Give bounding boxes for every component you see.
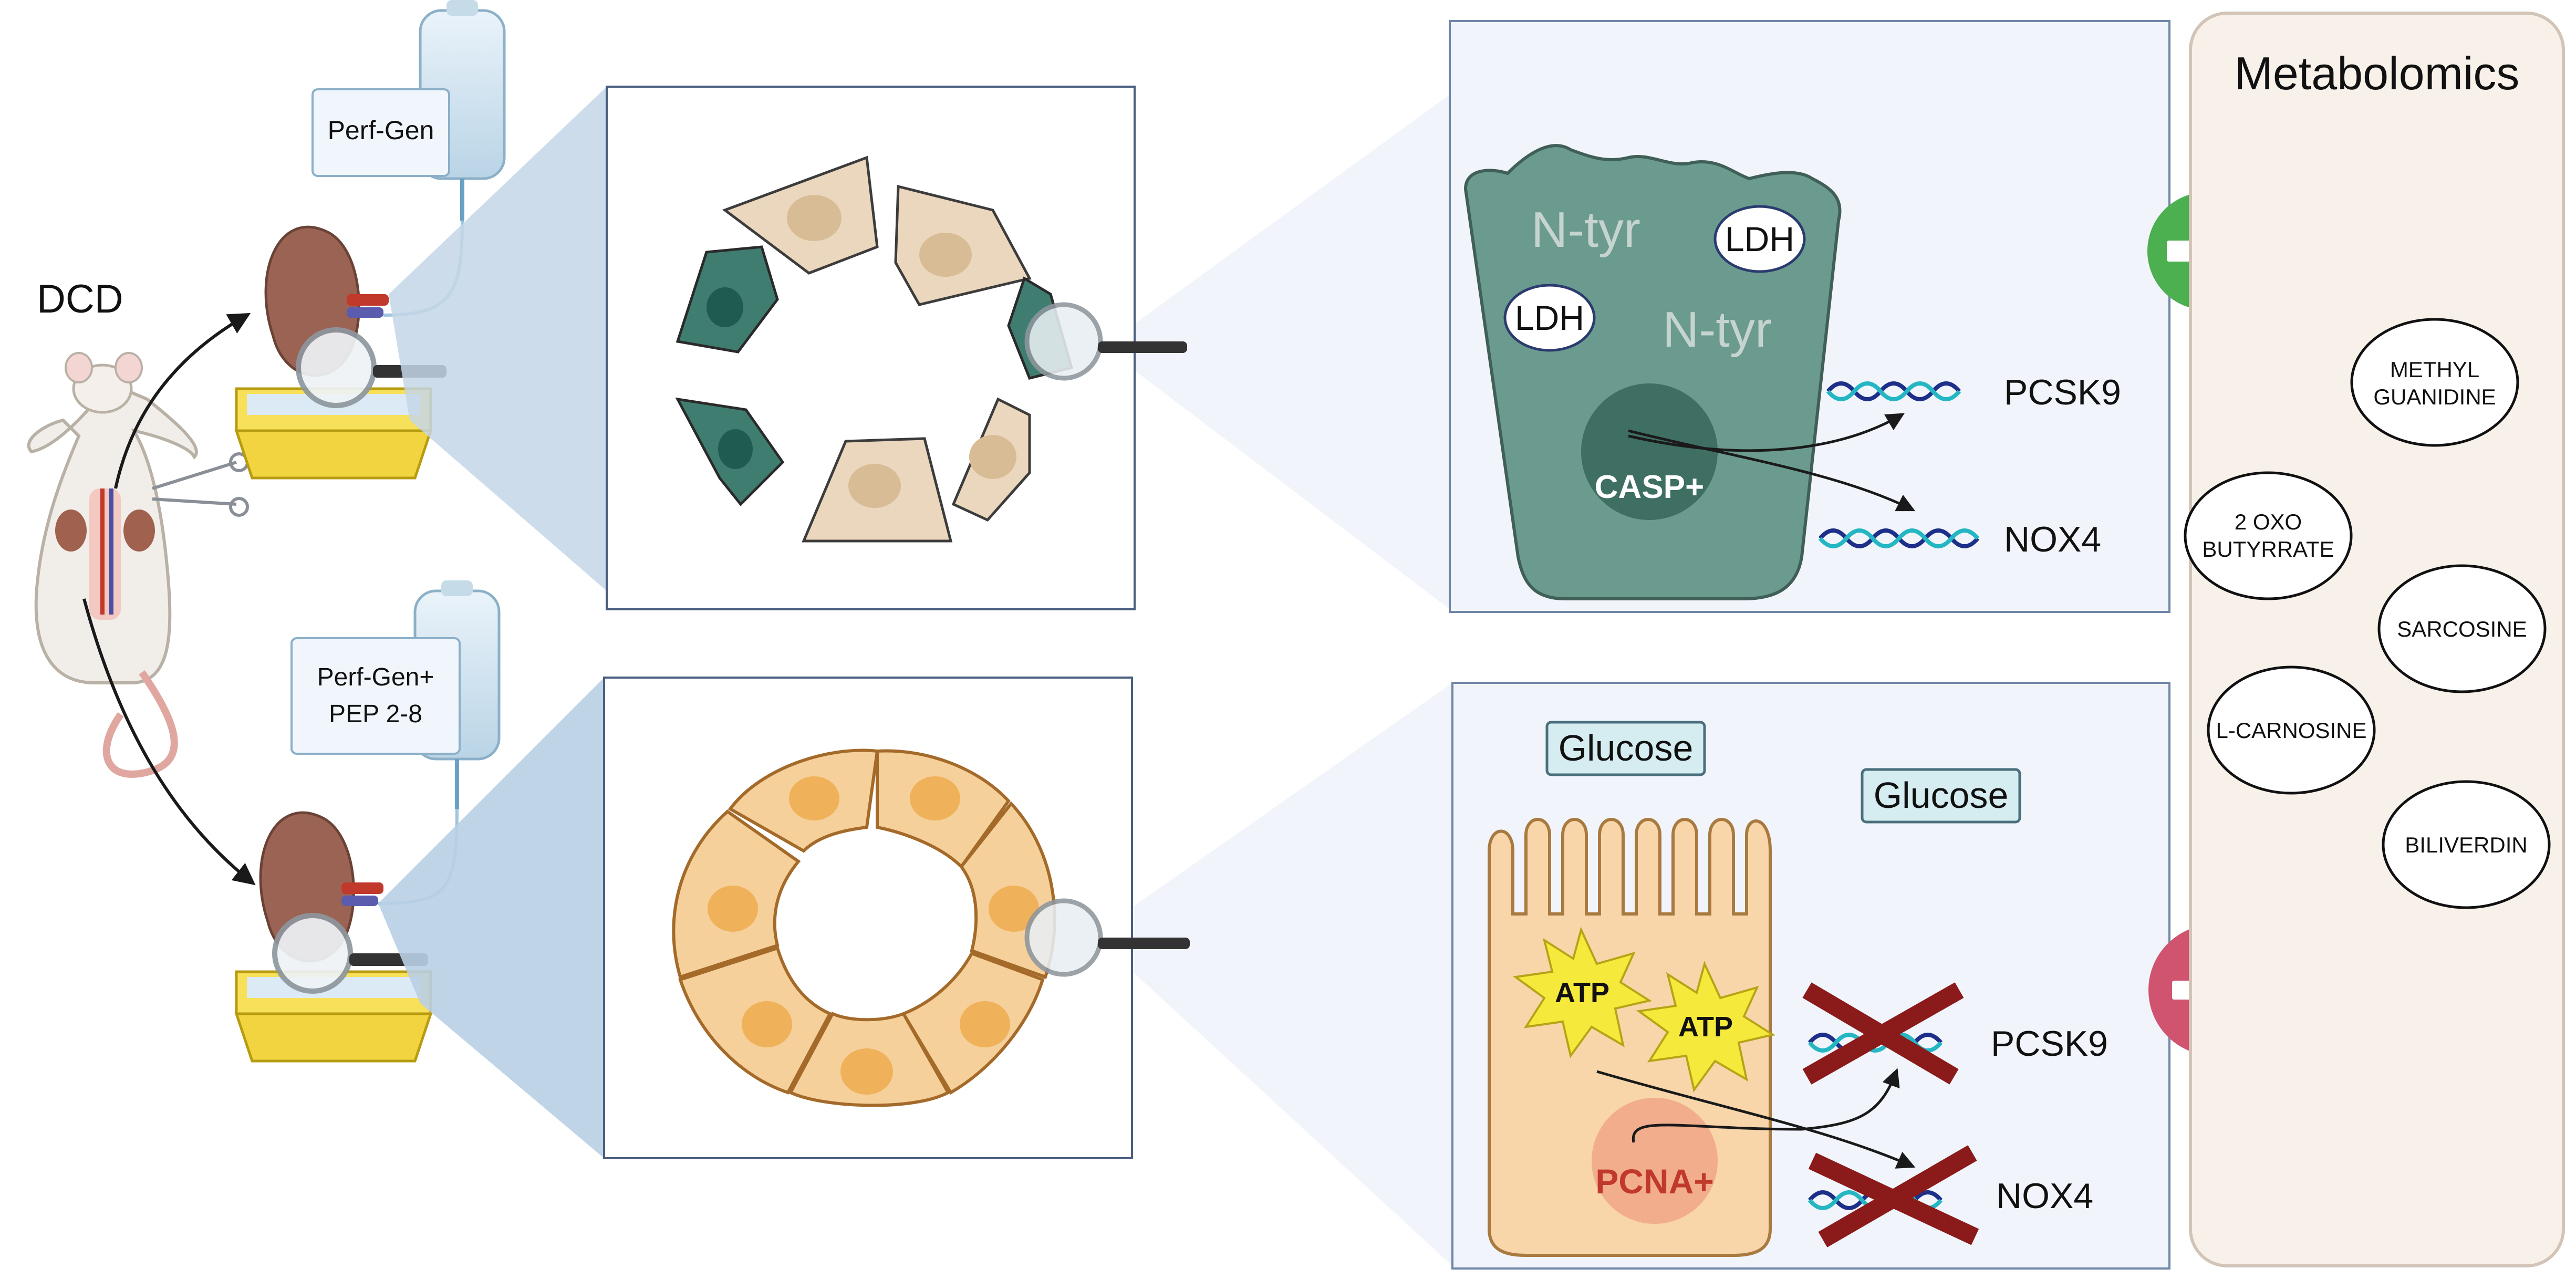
glucose-label-2: Glucose [1874, 775, 2009, 816]
glucose-box-1 [1545, 721, 1706, 776]
metabolite-2-oxo-line1: 2 OXO [2235, 509, 2302, 534]
metabolite-methyl-guanidine-line2: GUANIDINE [2373, 384, 2496, 409]
zoom-cone-bottom-right [1093, 683, 1452, 1266]
metabolite-sarcosine: SARCOSINE [2397, 617, 2527, 641]
arrow-to-pcsk9-top [1628, 413, 1905, 452]
glucose-label-1: Glucose [1559, 727, 1694, 768]
dna-strand-nox4-top [1818, 528, 1980, 548]
zoom-cone-top-left [389, 87, 607, 591]
cross-nox4-icon [1808, 1145, 1979, 1247]
rat-illustration [27, 352, 249, 778]
metabolomics-title: Metabolomics [2235, 47, 2520, 99]
nox4-label-bottom: NOX4 [1996, 1176, 2093, 1216]
ntyr-marker-1: N-tyr [1531, 202, 1640, 258]
ldh-oval-1-shape [1713, 205, 1806, 273]
ldh-oval-2-shape [1503, 284, 1596, 352]
metabolite-methyl-guanidine-line1: METHYL [2390, 357, 2479, 382]
bottom-tubule-panel [603, 677, 1190, 1159]
cross-pcsk9-icon [1802, 982, 1964, 1085]
metabolite-oval-sarcosine [2377, 564, 2547, 693]
pcsk9-label-bottom: PCSK9 [1991, 1024, 2108, 1064]
metabolite-2-oxo-line2: BUTYRRATE [2202, 537, 2334, 561]
glucose-box-2 [1861, 768, 2021, 824]
atp-label-1: ATP [1555, 977, 1609, 1008]
top-bag-label-box: Perf-Gen [311, 88, 450, 177]
arrow-to-nox4-bottom [1596, 1070, 1916, 1169]
bottom-bag-label-box: Perf-Gen+ PEP 2-8 [290, 637, 461, 755]
bottom-bag-label-line1: Perf-Gen+ [317, 663, 434, 691]
dna-strand-pcsk9-top [1826, 381, 1961, 401]
top-bag-label: Perf-Gen [328, 116, 434, 145]
atp-burst-1 [1512, 927, 1653, 1058]
top-perfusion-setup [234, 0, 506, 480]
zoom-cone-bottom-left [378, 678, 604, 1158]
arrow-to-nox4-top [1628, 429, 1916, 512]
ldh-label-2: LDH [1515, 298, 1584, 337]
pcna-nucleus-label: PCNA+ [1595, 1162, 1714, 1201]
pcsk9-label-top: PCSK9 [2004, 372, 2121, 412]
metabolite-l-carnosine: L-CARNOSINE [2216, 718, 2366, 743]
ntyr-marker-2: N-tyr [1663, 301, 1772, 358]
arrow-to-bottom-kidney [82, 598, 256, 886]
arrow-to-top-kidney [114, 313, 251, 489]
dcd-label: DCD [37, 277, 123, 321]
nox4-label-top: NOX4 [2004, 519, 2101, 559]
metabolite-oval-l-carnosine [2207, 666, 2376, 795]
metabolite-oval-2-oxo-butyrrate [2184, 471, 2353, 600]
atp-label-2: ATP [1678, 1011, 1733, 1043]
healthy-cell-nucleus [1592, 1098, 1718, 1224]
top-cell-panel: N-tyr N-tyr LDH LDH CASP+ PCSK9 NOX4 [1449, 20, 2170, 613]
casp-nucleus-label: CASP+ [1595, 469, 1704, 505]
atp-burst-2 [1636, 961, 1776, 1093]
ldh-label-1: LDH [1725, 220, 1794, 258]
damaged-cell-nucleus [1581, 383, 1718, 520]
top-tubule-panel [606, 86, 1187, 610]
arrow-to-pcsk9-bottom [1632, 1068, 1900, 1143]
zoom-cone-top-right [1103, 95, 1450, 609]
metabolomics-panel: Metabolomics METHYL GUANIDINE 2 OXO BUTY… [2184, 12, 2565, 1267]
metabolite-oval-methyl-guanidine [2350, 318, 2519, 447]
bottom-cell-panel: Glucose Glucose PCNA+ ATP ATP PCSK9 NOX4 [1451, 682, 2170, 1270]
bottom-bag-label-line2: PEP 2-8 [329, 700, 422, 728]
metabolite-oval-biliverdin [2382, 780, 2551, 909]
metabolite-biliverdin: BILIVERDIN [2405, 833, 2527, 857]
